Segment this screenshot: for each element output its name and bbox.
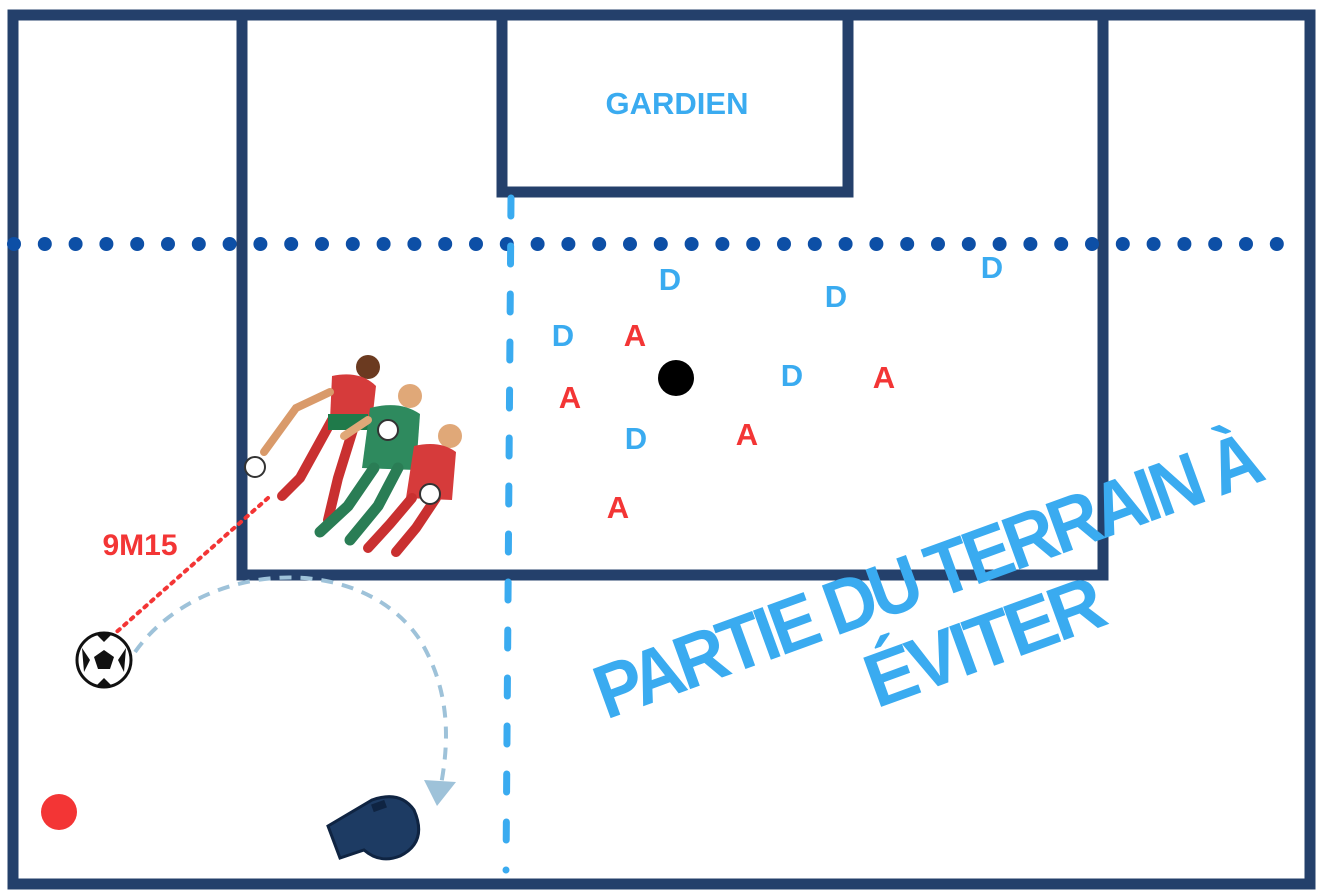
target-point (658, 360, 694, 396)
dotted-line-dot (993, 237, 1007, 251)
dotted-line-dot (253, 237, 267, 251)
dotted-line-dot (685, 237, 699, 251)
dotted-line-dot (715, 237, 729, 251)
dotted-line-dot (38, 237, 52, 251)
dotted-line-dot (1116, 237, 1130, 251)
dotted-line-dot (592, 237, 606, 251)
dotted-line-dot (1239, 237, 1253, 251)
dotted-line-dot (808, 237, 822, 251)
dotted-line-dot (1208, 237, 1222, 251)
dotted-line-dot (69, 237, 83, 251)
distance-label: 9M15 (102, 529, 177, 562)
dotted-line-dot (1085, 237, 1099, 251)
dotted-line-dot (192, 237, 206, 251)
dotted-line-dot (1270, 237, 1284, 251)
pitch-border (13, 15, 1310, 884)
dotted-line-dot (931, 237, 945, 251)
dotted-line-dot (839, 237, 853, 251)
dotted-line-dot (346, 237, 360, 251)
dotted-line-dot (284, 237, 298, 251)
attacker-marker: A (607, 490, 629, 525)
dotted-line-dot (99, 237, 113, 251)
dotted-line-dot (1177, 237, 1191, 251)
defender-marker: D (981, 250, 1003, 285)
defender-marker: D (781, 358, 803, 393)
dotted-line-dot (407, 237, 421, 251)
dotted-line-dot (1147, 237, 1161, 251)
dotted-line-dot (746, 237, 760, 251)
defender-marker: D (825, 279, 847, 314)
dotted-line-dot (900, 237, 914, 251)
dotted-line-dot (869, 237, 883, 251)
dotted-line-dot (315, 237, 329, 251)
dotted-line-dot (561, 237, 575, 251)
soccer-ball-icon (77, 633, 131, 687)
red-marker (41, 794, 77, 830)
dotted-line-dot (438, 237, 452, 251)
dotted-line-dot (469, 237, 483, 251)
defender-marker: D (552, 318, 574, 353)
attacker-marker: A (873, 360, 895, 395)
dotted-line-dot (531, 237, 545, 251)
dotted-line-dot (223, 237, 237, 251)
attacker-marker: A (624, 318, 646, 353)
dotted-line-dot (7, 237, 21, 251)
defender-marker: D (659, 262, 681, 297)
attacker-marker: A (559, 380, 581, 415)
dotted-line-dot (962, 237, 976, 251)
attacker-marker: A (736, 417, 758, 452)
defender-marker: D (625, 421, 647, 456)
goalkeeper-zone-label: GARDIEN (606, 86, 749, 121)
dotted-line-dot (654, 237, 668, 251)
dotted-line-dot (623, 237, 637, 251)
dotted-line-dot (377, 237, 391, 251)
dotted-line-dot (130, 237, 144, 251)
dotted-line-dot (777, 237, 791, 251)
dotted-line-dot (161, 237, 175, 251)
dotted-line-dot (1023, 237, 1037, 251)
dotted-line-dot (1054, 237, 1068, 251)
